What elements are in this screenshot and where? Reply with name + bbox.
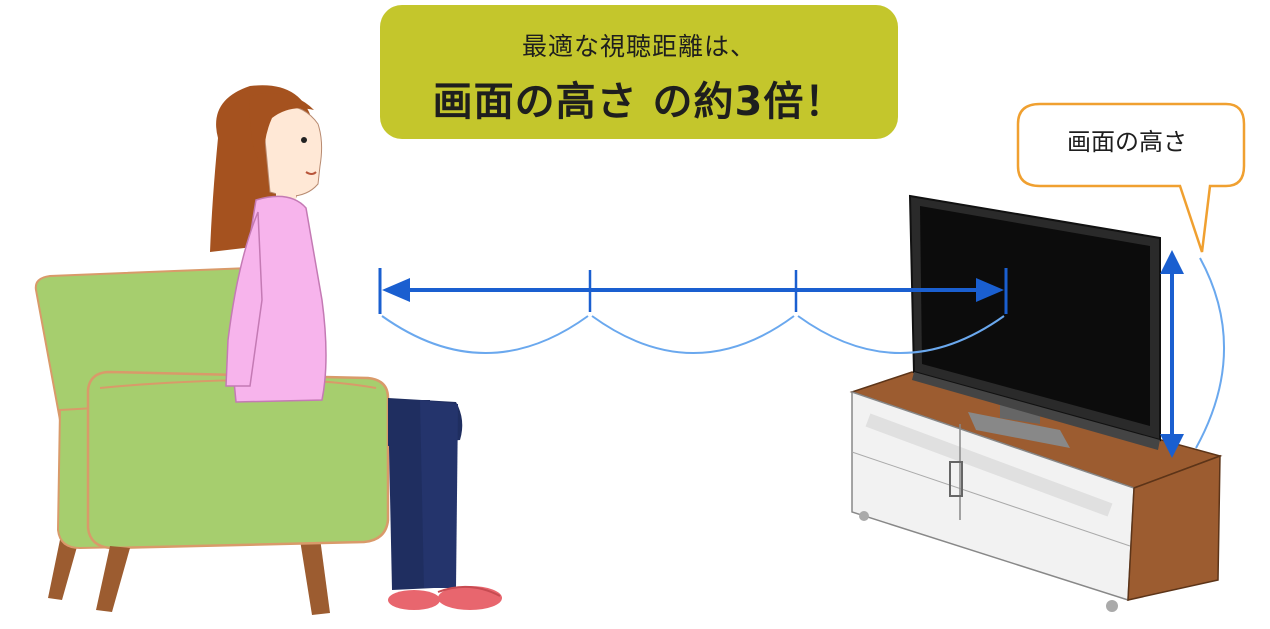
headline-box: 最適な視聴距離は、 画面の高さ の約3倍！ [380, 5, 898, 139]
headline-line1: 最適な視聴距離は、 [521, 32, 756, 61]
headline-line2: 画面の高さ の約3倍！ [432, 79, 846, 125]
screen-height-callout [1016, 102, 1246, 253]
viewing-distance-arrow [378, 268, 1008, 314]
tv-stand [849, 371, 1223, 612]
armchair [34, 266, 390, 615]
distance-arcs [381, 315, 1005, 354]
callout-label: 画面の高さ [1067, 128, 1187, 156]
television [908, 194, 1161, 450]
seated-woman [210, 85, 502, 610]
screen-height-arrow [1160, 250, 1226, 458]
